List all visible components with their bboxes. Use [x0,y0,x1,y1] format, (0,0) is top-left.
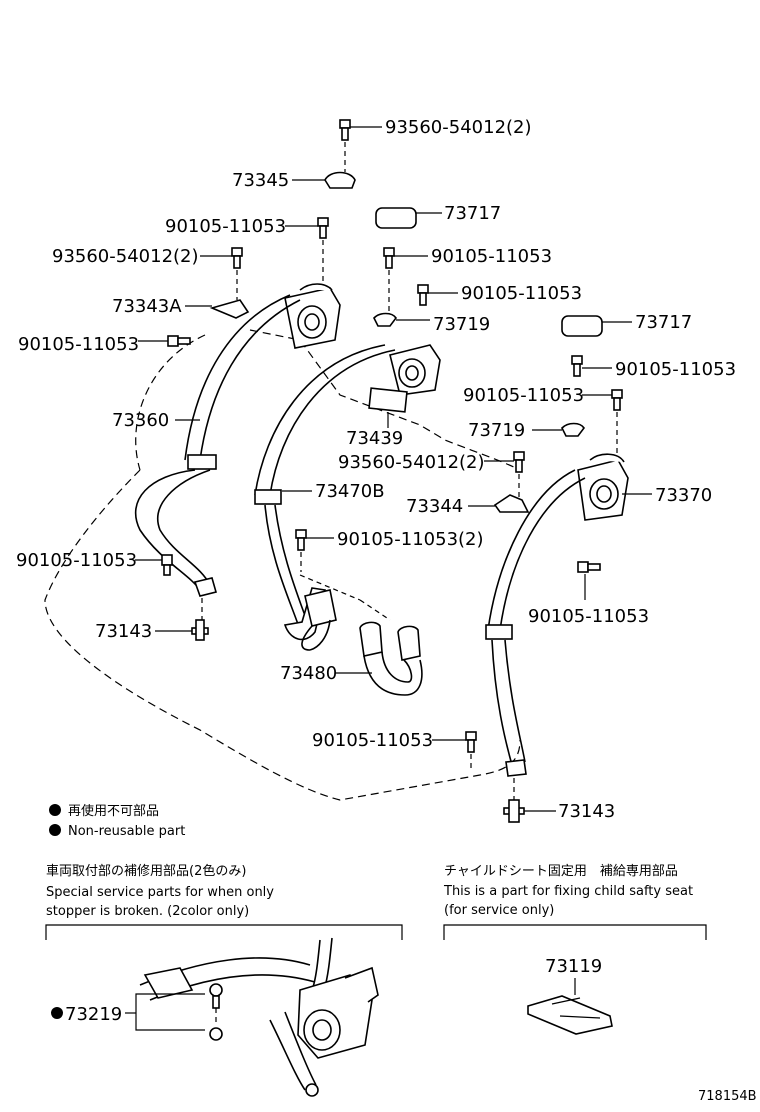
part-label[interactable]: 73345 [232,170,289,191]
special-jp: 車両取付部の補修用部品(2色のみ) [46,863,246,879]
belt-anchor [505,759,527,777]
retractor-right[interactable] [577,453,629,521]
diagram-id: 718154B [698,1089,757,1104]
child-seat-bracket-slot [551,997,601,1019]
part-label[interactable]: 90105-11053 [18,334,139,355]
legend-jp: 再使用不可部品 [68,803,159,819]
child-seat-bracket-icon[interactable] [527,995,613,1035]
part-label[interactable]: 73344 [406,496,463,517]
retractor-center[interactable] [389,344,441,396]
non-reusable-dot-icon [49,824,61,836]
cover-icon[interactable] [375,207,417,229]
buckle-strap [301,619,331,651]
part-label[interactable]: 73480 [280,663,337,684]
bolt-icon[interactable] [161,554,173,576]
bolt-icon[interactable] [295,529,307,551]
bolt-icon[interactable] [577,561,601,573]
special-en-line2: stopper is broken. (2color only) [46,904,249,919]
part-label[interactable]: 73719 [433,314,490,335]
belt-webbing [264,504,311,631]
buckle-center [304,589,337,627]
bolt-icon[interactable] [167,335,191,347]
part-label[interactable]: 90105-11053 [528,606,649,627]
bolt-icon[interactable] [611,389,623,411]
anchor-plate-icon[interactable] [324,171,356,189]
belt-webbing [491,639,526,766]
belt-guide [485,624,513,640]
part-label[interactable]: 90105-11053 [615,359,736,380]
part-label[interactable]: 73219 [65,1004,122,1025]
part-label[interactable]: 90105-11053(2) [337,529,484,550]
clip-icon[interactable] [561,422,585,437]
legend-en: Non-reusable part [68,824,185,839]
seat-outline [44,334,521,801]
bolt-icon[interactable] [465,731,477,753]
part-label[interactable]: 90105-11053 [312,730,433,751]
part-label[interactable]: 73343A [112,296,182,317]
buckle-right [397,625,421,661]
part-label[interactable]: 73470B [315,481,385,502]
stopper-icon[interactable] [209,983,223,1009]
non-reusable-dot-icon [51,1007,63,1019]
part-label[interactable]: 90105-11053 [461,283,582,304]
non-reusable-dot-icon [49,804,61,816]
part-label[interactable]: 90105-11053 [16,550,137,571]
child-en-line2: (for service only) [444,903,554,918]
part-label[interactable]: 73119 [545,956,602,977]
part-label[interactable]: 73717 [444,203,501,224]
buckle-left [359,621,383,657]
part-label[interactable]: 90105-11053 [463,385,584,406]
bolt-icon[interactable] [339,119,351,141]
pad-icon[interactable] [368,387,408,413]
buckle-strap [363,651,423,696]
stopper-icon[interactable] [209,1027,223,1041]
retractor-detail [297,966,379,1059]
part-label[interactable]: 73439 [346,428,403,449]
bolt-icon[interactable] [571,355,583,377]
bracket-icon[interactable] [209,299,250,319]
belt-guide [254,489,282,505]
child-en-line1: This is a part for fixing child safty se… [443,884,693,899]
bolt-icon[interactable] [317,217,329,239]
belt-anchor [193,577,217,597]
leader-bracket [135,993,205,1031]
clip-icon[interactable] [373,312,397,327]
belt-webbing [184,294,301,461]
cover-icon[interactable] [561,315,603,337]
bolt-icon[interactable] [513,451,525,473]
part-label[interactable]: 93560-54012(2) [385,117,532,138]
belt-webbing [254,344,396,496]
belt-webbing [487,469,586,631]
belt-webbing [269,1011,317,1091]
anchor-bolt-icon[interactable] [191,619,209,641]
part-label[interactable]: 93560-54012(2) [338,452,485,473]
belt-webbing [134,469,211,591]
bolt-icon[interactable] [231,247,243,269]
child-jp: チャイルドシート固定用 補給専用部品 [444,864,678,879]
part-label[interactable]: 90105-11053 [165,216,286,237]
part-label[interactable]: 73360 [112,410,169,431]
belt-guide [187,454,217,470]
part-label[interactable]: 73719 [468,420,525,441]
part-label[interactable]: 73717 [635,312,692,333]
anchor-bracket [143,967,194,999]
part-label[interactable]: 73143 [558,801,615,822]
bolt-head [305,1083,319,1097]
bolt-icon[interactable] [383,247,395,269]
special-en-line1: Special service parts for when only [46,885,274,900]
part-label[interactable]: 73370 [655,485,712,506]
anchor-bolt-icon[interactable] [503,799,525,823]
section-bracket [45,924,403,940]
part-label[interactable]: 73143 [95,621,152,642]
part-label[interactable]: 93560-54012(2) [52,246,199,267]
part-label[interactable]: 90105-11053 [431,246,552,267]
section-bracket [443,924,707,940]
bracket-icon[interactable] [493,494,530,513]
bolt-icon[interactable] [417,284,429,306]
retractor-left[interactable] [284,283,341,349]
